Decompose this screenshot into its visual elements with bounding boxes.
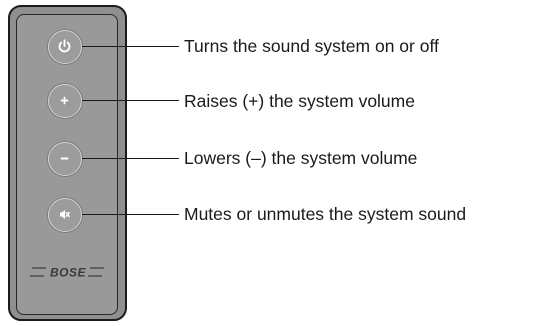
- power-description: Turns the sound system on or off: [184, 36, 439, 56]
- power-icon: [58, 39, 71, 53]
- plus-icon: [60, 96, 69, 105]
- minus-icon: [60, 157, 69, 160]
- mute-icon: [60, 210, 70, 219]
- callout-line-mute: [82, 214, 179, 215]
- bose-logo: BOSE: [30, 266, 104, 280]
- volume-up-button[interactable]: [48, 84, 82, 118]
- callout-line-power: [82, 46, 179, 47]
- volume-down-description: Lowers (–) the system volume: [184, 148, 418, 168]
- mute-description: Mutes or unmutes the system sound: [184, 204, 467, 224]
- callout-line-volume-up: [82, 100, 179, 101]
- volume-down-button[interactable]: [48, 142, 82, 176]
- volume-up-description: Raises (+) the system volume: [184, 91, 415, 111]
- logo-text: BOSE: [50, 266, 87, 280]
- mute-button[interactable]: [48, 198, 82, 232]
- callout-line-volume-down: [82, 158, 179, 159]
- power-button[interactable]: [48, 30, 82, 64]
